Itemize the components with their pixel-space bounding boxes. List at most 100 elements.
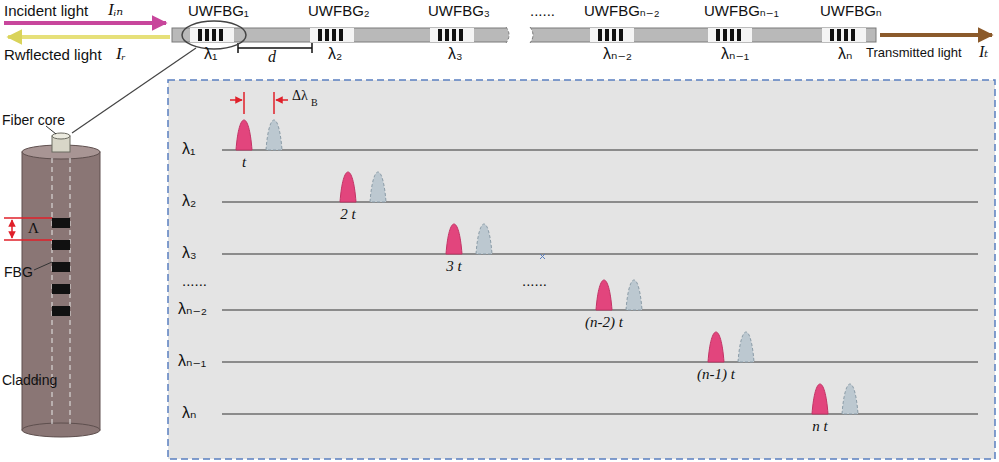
recoat-band [822, 28, 866, 42]
reflected-pulse [446, 224, 462, 254]
grating-name: UWFBG₂ [308, 2, 370, 19]
grating-stripe [325, 29, 329, 41]
recoat-band [430, 28, 474, 42]
grating-stripe [730, 29, 734, 41]
fiber-core-top [52, 133, 70, 139]
fiber-break [506, 27, 533, 43]
ellipsis: ...... [522, 272, 547, 289]
time-axis [222, 361, 978, 362]
grating-stripe [212, 29, 216, 41]
signal-name: Iₜ [979, 43, 988, 61]
incident-arrow [4, 21, 166, 25]
grating-stripe [844, 29, 848, 41]
reflected-arrow [8, 35, 170, 39]
arrow-label: Transmitted light [866, 46, 962, 61]
fiber [172, 28, 876, 42]
bandwidth-arrow [230, 99, 242, 101]
grating-stripe [830, 29, 834, 41]
grating-stripe [612, 29, 616, 41]
recoat-band [590, 28, 634, 42]
grating-name: UWFBGₙ₋₁ [704, 2, 779, 19]
shifted-pulse [476, 224, 492, 254]
grating-stripe [723, 29, 727, 41]
wavelength-label: λ₁ [204, 45, 217, 63]
grating-stripe [445, 29, 449, 41]
shifted-pulse [266, 120, 282, 150]
grating-stripe [851, 29, 855, 41]
transmitted-arrow [880, 33, 992, 37]
shifted-pulse [626, 280, 642, 310]
arrow-label: Incident light [4, 2, 88, 19]
reflected-pulse [596, 280, 612, 310]
reflected-pulse [812, 384, 828, 414]
wavelength-label: λₙ₋₁ [721, 45, 749, 63]
arrow-label: Rwflected light [4, 46, 102, 63]
grating-stripe [716, 29, 720, 41]
fiber-break-edge [506, 27, 533, 43]
wavelength-label: λ₂ [328, 45, 342, 63]
signal-name: Iᵣ [116, 44, 126, 64]
wavelength-label: λₙ₋₁ [178, 352, 206, 370]
time-axis [222, 413, 978, 414]
spacing-tick [311, 43, 313, 53]
bandwidth-label: B [311, 97, 318, 109]
grating-name: UWFBGₙ₋₂ [584, 2, 660, 19]
grating-stripe [339, 29, 343, 41]
recoat-band [310, 28, 354, 42]
time-axis [222, 253, 978, 254]
timing-panel [168, 80, 995, 459]
time-label: 2 t [340, 206, 355, 223]
grating-stripe [459, 29, 463, 41]
cladding [22, 152, 100, 430]
period-line [4, 217, 52, 219]
part-label: Fiber core [2, 112, 65, 128]
recoat-band [190, 28, 234, 42]
wavelength-label: λₙ₋₂ [603, 45, 632, 63]
grating-stripe [598, 29, 602, 41]
recoat-band [708, 28, 752, 42]
reflected-pulse [236, 120, 252, 150]
part-label: FBG [4, 264, 33, 280]
fbg-stripe [52, 218, 70, 228]
wavelength-label: λₙ₋₂ [178, 300, 207, 318]
spacing-label: d [268, 48, 276, 66]
time-label: (n-1) t [697, 366, 735, 383]
grating-stripe [737, 29, 741, 41]
time-axis [222, 201, 978, 202]
ellipsis: ...... [530, 2, 555, 19]
grating-stripe [438, 29, 442, 41]
grating-name: UWFBG₃ [428, 2, 490, 19]
wavelength-label: λ₁ [182, 140, 195, 158]
grating-name: UWFBG₁ [188, 2, 249, 19]
grating-stripe [452, 29, 456, 41]
time-label: n t [812, 418, 827, 435]
grating-stripe [605, 29, 609, 41]
time-label: 3 t [446, 258, 461, 275]
signal-name: Iᵢₙ [108, 0, 123, 20]
grating-stripe [198, 29, 202, 41]
fbg-stripe [52, 262, 70, 272]
shifted-pulse [842, 384, 858, 414]
wavelength-label: λ₃ [182, 244, 197, 262]
grating-stripe [205, 29, 209, 41]
reflected-pulse [708, 332, 724, 362]
shifted-pulse [738, 332, 754, 362]
bandwidth-label: Δλ [292, 88, 308, 104]
bandwidth-arrow [276, 99, 288, 101]
shifted-pulse [370, 172, 386, 202]
grating-stripe [219, 29, 223, 41]
bandwidth-tick [273, 92, 275, 114]
time-label: (n-2) t [585, 314, 623, 331]
grating-stripe [619, 29, 623, 41]
period-line [4, 239, 52, 241]
wavelength-label: λ₂ [182, 192, 196, 210]
time-label: t [242, 154, 246, 171]
grating-stripe [837, 29, 841, 41]
wavelength-label: λ₃ [448, 45, 463, 63]
fbg-stripe [52, 306, 70, 316]
period-arrow [11, 220, 13, 229]
grating-stripe [332, 29, 336, 41]
cladding-bottom [22, 423, 100, 437]
